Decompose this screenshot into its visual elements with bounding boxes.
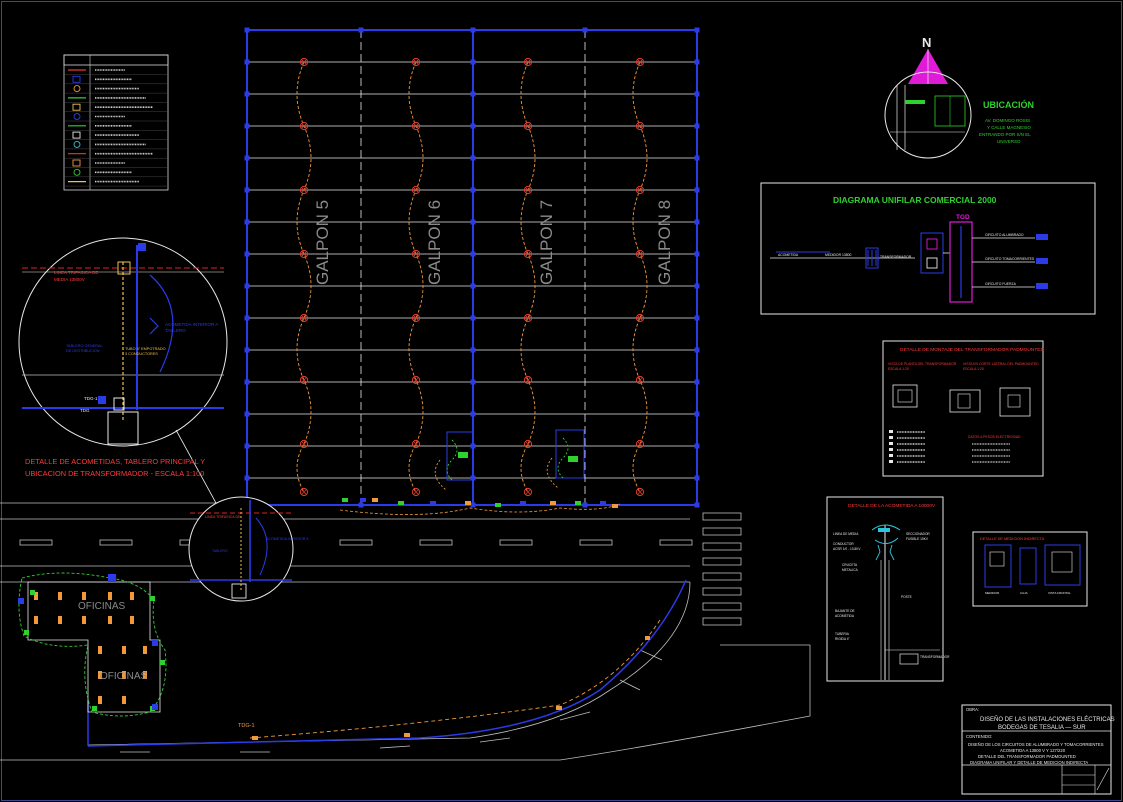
title-obra-line1: DISEÑO DE LAS INSTALACIONES ELÉCTRICAS bbox=[980, 716, 1115, 723]
title-contenido-2: ACOMETIDA A 13800 V Y 127/220 bbox=[1000, 748, 1066, 753]
svg-text:CAJA: CAJA bbox=[1020, 591, 1028, 595]
svg-text:3 CONDUCTORES: 3 CONDUCTORES bbox=[125, 352, 158, 356]
svg-text:TDG: TDG bbox=[80, 408, 90, 413]
acometida-title: DETALLE DE LA ACOMETIDA A 10000V bbox=[848, 503, 936, 509]
tdg-label: TDG-1 bbox=[238, 723, 255, 729]
road bbox=[0, 502, 811, 761]
detail-caption-line2: UBICACION DE TRANSFORMADOR - ESCALA 1:10… bbox=[25, 469, 204, 478]
title-contenido-label: CONTENIDO: bbox=[966, 734, 992, 739]
svg-text:ESCALA 1:20: ESCALA 1:20 bbox=[888, 367, 909, 371]
ubicacion-line1: AV. DOMINGO ROSIS bbox=[985, 118, 1030, 123]
svg-text:VISTA FRONTAL: VISTA FRONTAL bbox=[1048, 591, 1071, 595]
diagrama-tgd-label: TGD bbox=[956, 214, 970, 221]
svg-text:METALICA: METALICA bbox=[842, 568, 859, 572]
galpon-6-label: GALPON 6 bbox=[425, 200, 444, 285]
galpon-8-label: GALPON 8 bbox=[655, 200, 674, 285]
svg-text:TABLERO: TABLERO bbox=[165, 328, 186, 333]
title-contenido-3: DETALLE DEL TRANSFORMADOR PADMOUNTED bbox=[978, 754, 1076, 759]
north-label: N bbox=[922, 35, 931, 50]
svg-text:MEDIA 13800V: MEDIA 13800V bbox=[54, 277, 85, 282]
detail-caption-line1: DETALLE DE ACOMETIDAS, TABLERO PRINCIPAL… bbox=[25, 457, 205, 466]
svg-text:DATOS A PESOS ELECTRICIDAD: DATOS A PESOS ELECTRICIDAD bbox=[968, 435, 1021, 439]
legend-table bbox=[63, 54, 169, 191]
svg-text:LINEA TRIFASICA DE: LINEA TRIFASICA DE bbox=[205, 515, 241, 519]
svg-text:CIRCUITO TOMACORRIENTES: CIRCUITO TOMACORRIENTES bbox=[985, 257, 1035, 261]
svg-text:ESCALA 1:20: ESCALA 1:20 bbox=[963, 367, 984, 371]
svg-text:RIGIDA 4": RIGIDA 4" bbox=[835, 637, 850, 641]
svg-text:ACOMETIDA: ACOMETIDA bbox=[835, 614, 855, 618]
svg-text:ACOMETIDA: ACOMETIDA bbox=[778, 253, 799, 257]
svg-text:CRUCETA: CRUCETA bbox=[842, 563, 858, 567]
medicion-title: DETALLE DE MEDICION INDIRECTA bbox=[980, 537, 1045, 541]
ubicacion-title: UBICACIÓN bbox=[983, 99, 1034, 110]
svg-text:ACSR 1/0 - 13.8KV: ACSR 1/0 - 13.8KV bbox=[833, 547, 861, 551]
svg-text:LINEA TRIFASICA DE: LINEA TRIFASICA DE bbox=[54, 270, 98, 275]
title-block bbox=[961, 704, 1112, 795]
svg-text:TABLERO GENERAL: TABLERO GENERAL bbox=[66, 344, 103, 348]
svg-text:CIRCUITO FUERZA: CIRCUITO FUERZA bbox=[985, 282, 1017, 286]
svg-text:TABLERO: TABLERO bbox=[212, 549, 228, 553]
svg-text:CIRCUITO ALUMBRADO: CIRCUITO ALUMBRADO bbox=[985, 233, 1024, 237]
detail-leader-line bbox=[175, 429, 217, 504]
oficinas-label-2: OFICINAS bbox=[100, 671, 148, 682]
svg-text:DE DISTRIBUCION: DE DISTRIBUCION bbox=[66, 349, 100, 353]
svg-text:CONDUCTOR: CONDUCTOR bbox=[833, 542, 854, 546]
acometida-detail-box: LINEA DE MEDIA CONDUCTOR ACSR 1/0 - 13.8K… bbox=[826, 496, 950, 682]
title-contenido-1: DISEÑO DE LOS CIRCUITOS DE ALUMBRADO Y T… bbox=[968, 742, 1104, 747]
svg-text:ACOMETIDA INTERIOR A: ACOMETIDA INTERIOR A bbox=[266, 537, 309, 541]
location-circle bbox=[884, 71, 972, 159]
galpones-building bbox=[244, 27, 700, 508]
north-arrow bbox=[908, 49, 948, 84]
detail-circle-large: LINEA TRIFASICA DE MEDIA 13800V ACOMETID… bbox=[18, 237, 228, 447]
galpon-panels bbox=[434, 429, 585, 491]
transformador-title: DETALLE DE MONTAJE DEL TRANSFORMADOR PAD… bbox=[900, 347, 1044, 353]
svg-text:TRANSFORMADOR: TRANSFORMADOR bbox=[880, 255, 912, 259]
title-obra-line2: BODEGAS DE TESALIA — SUR bbox=[998, 725, 1086, 731]
svg-text:TUBERIA: TUBERIA bbox=[835, 632, 850, 636]
diagrama-title: DIAGRAMA UNIFILAR COMERCIAL 2000 bbox=[833, 195, 997, 205]
title-obra-label: OBRA: bbox=[966, 707, 979, 712]
oficinas-label-1: OFICINAS bbox=[78, 601, 126, 612]
transformador-detail-box: VISTA DE PLANTA DEL TRANSFORMADORESCALA … bbox=[882, 340, 1044, 477]
oficinas-block bbox=[18, 572, 167, 717]
svg-text:FUSIBLE 15KV: FUSIBLE 15KV bbox=[906, 537, 929, 541]
svg-text:ACOMETIDA INTERIOR A: ACOMETIDA INTERIOR A bbox=[165, 322, 218, 327]
galpon-7-label: GALPON 7 bbox=[537, 200, 556, 285]
svg-text:POSTE: POSTE bbox=[901, 595, 912, 599]
svg-text:VISTA EN CORTE LATERAL DEL PAD: VISTA EN CORTE LATERAL DEL PADMOUNTED bbox=[963, 362, 1039, 366]
svg-text:MEDIDOR 13800: MEDIDOR 13800 bbox=[825, 253, 851, 257]
svg-text:TRANSFORMADOR: TRANSFORMADOR bbox=[920, 655, 950, 659]
svg-text:LINEA DE MEDIA: LINEA DE MEDIA bbox=[833, 532, 859, 536]
ubicacion-line2: Y CALLE MAGNESIO bbox=[987, 125, 1031, 130]
medicion-detail-box: MEDIDOR CAJA VISTA FRONTAL bbox=[972, 531, 1088, 607]
svg-text:SECCIONADOR: SECCIONADOR bbox=[906, 532, 930, 536]
svg-text:TDG-1: TDG-1 bbox=[84, 396, 98, 401]
title-contenido-4: DIAGRAMA UNIFILAR Y DETALLE DE MEDICION … bbox=[970, 760, 1088, 765]
detail-circle-small: LINEA TRIFASICA DE ACOMETIDA INTERIOR A … bbox=[188, 496, 309, 602]
svg-text:BAJANTE DE: BAJANTE DE bbox=[835, 609, 855, 613]
svg-text:TUBO 4" EMPOTRADO: TUBO 4" EMPOTRADO bbox=[125, 347, 166, 351]
ubicacion-line4: UNIVERSO bbox=[997, 139, 1021, 144]
svg-text:VISTA DE PLANTA DEL TRANSFORMA: VISTA DE PLANTA DEL TRANSFORMADOR bbox=[888, 362, 957, 366]
building-wall-devices bbox=[339, 498, 621, 515]
ubicacion-line3: ENTRANDO POR S/N EL bbox=[979, 132, 1031, 137]
galpon-5-label: GALPON 5 bbox=[313, 200, 332, 285]
svg-text:MEDIDOR: MEDIDOR bbox=[985, 591, 1000, 595]
diagrama-unifilar-box: ACOMETIDA MEDIDOR 13800 TRANSFORMADOR CIRC… bbox=[760, 182, 1096, 315]
